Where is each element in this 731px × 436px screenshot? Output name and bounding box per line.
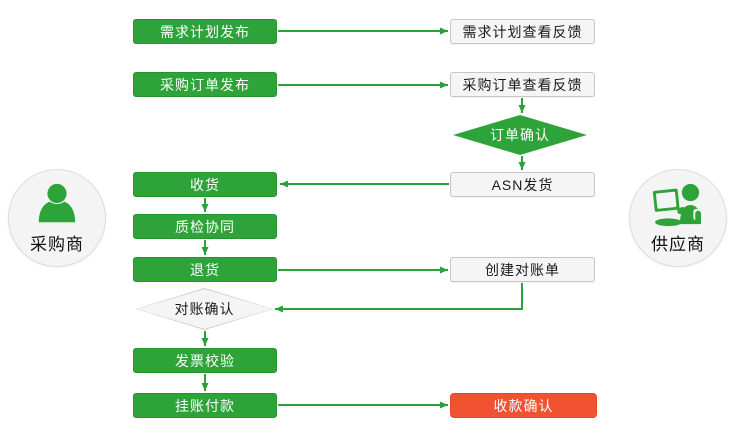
node-payment-confirm: 收款确认	[450, 393, 597, 418]
node-order-confirm-diamond: 订单确认	[453, 115, 587, 155]
node-reconciliation-confirm-diamond: 对账确认	[136, 288, 273, 330]
arrow-statement-to-reconcile	[275, 283, 523, 313]
node-book-payment: 挂账付款	[133, 393, 277, 418]
node-quality-inspection: 质检协同	[133, 214, 277, 239]
node-label: 订单确认	[490, 127, 550, 143]
node-asn-shipment: ASN发货	[450, 172, 595, 197]
node-return-goods: 退货	[133, 257, 277, 282]
supplier-actor-circle: 供应商	[629, 169, 727, 267]
supplier-person-laptop-icon	[651, 182, 705, 228]
node-demand-plan-publish: 需求计划发布	[133, 19, 277, 44]
node-purchase-order-feedback: 采购订单查看反馈	[450, 72, 595, 97]
node-receive-goods: 收货	[133, 172, 277, 197]
buyer-person-icon	[34, 182, 80, 228]
node-demand-plan-feedback: 需求计划查看反馈	[450, 19, 595, 44]
node-invoice-verification: 发票校验	[133, 348, 277, 373]
buyer-actor-circle: 采购商	[8, 169, 106, 267]
node-purchase-order-publish: 采购订单发布	[133, 72, 277, 97]
node-create-statement: 创建对账单	[450, 257, 595, 282]
buyer-label: 采购商	[30, 235, 84, 254]
supplier-label: 供应商	[651, 235, 705, 254]
node-label: 对账确认	[174, 301, 235, 317]
